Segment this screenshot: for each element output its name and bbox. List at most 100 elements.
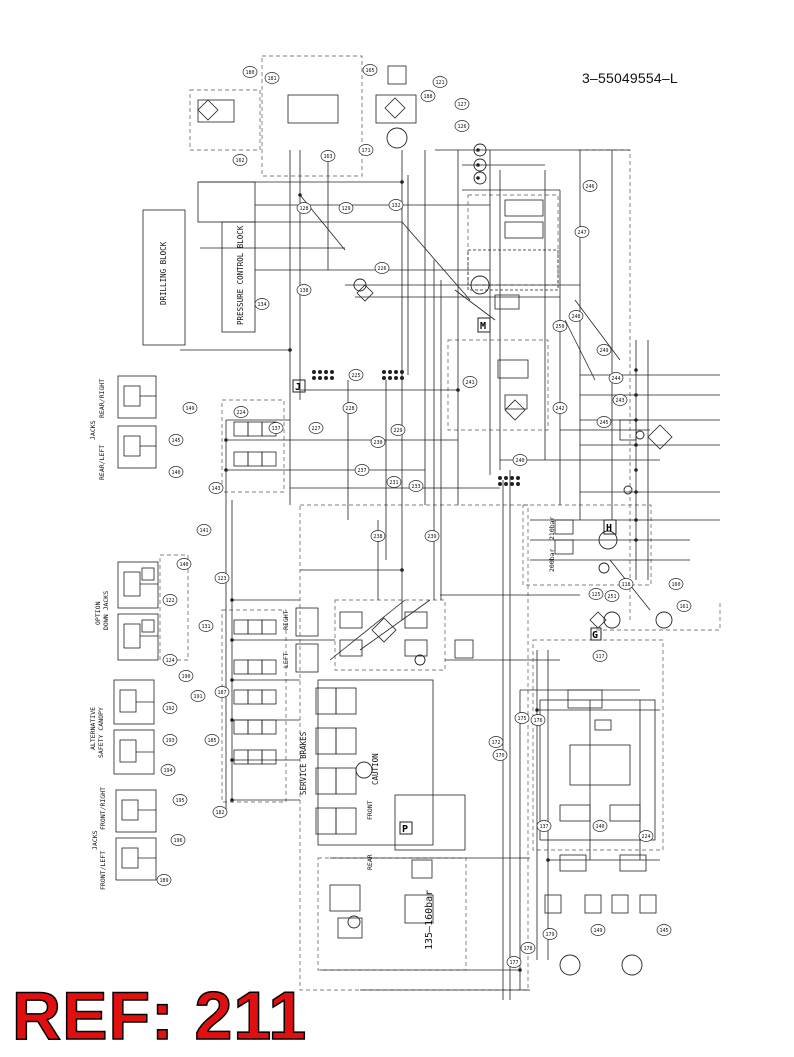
callout-bubble: [588, 588, 604, 600]
callout-bubble: [656, 924, 672, 936]
callout-bubble: [160, 764, 176, 776]
callout-bubble: [342, 402, 358, 414]
callout-number: 123: [217, 576, 226, 582]
option-down-jacks-title: OPTION: [94, 601, 102, 625]
callout-bubble: [172, 794, 188, 806]
relief-setting-210-label: 210bar: [548, 516, 556, 540]
callout-bubble: [454, 120, 470, 132]
jacks-front-left-label: FRONT/LEFT: [99, 851, 107, 890]
callout-number: 143: [211, 486, 220, 492]
pressure-control-block-label: PRESSURE CONTROL BLOCK: [236, 225, 245, 325]
callout-bubble: [612, 394, 628, 406]
callout-bubble: [308, 422, 324, 434]
callout-number: 124: [165, 658, 174, 664]
callout-bubble: [296, 284, 312, 296]
callout-bubble: [242, 66, 258, 78]
down-jacks-label: DOWN JACKS: [102, 591, 110, 630]
brakes-rear-label: REAR: [366, 854, 374, 870]
callout-number: 140: [179, 562, 188, 568]
callout-number: 242: [555, 406, 564, 412]
port-letter-g: G: [592, 630, 598, 641]
callout-bubble: [638, 830, 654, 842]
callout-bubble: [370, 530, 386, 542]
callout-bubble: [338, 202, 354, 214]
callout-number: 165: [365, 68, 374, 74]
callout-number: 140: [171, 470, 180, 476]
drawing-number: 3–55049554–L: [582, 70, 678, 86]
callout-number: 238: [373, 534, 382, 540]
callout-bubble: [488, 736, 504, 748]
port-letter-h: H: [606, 523, 612, 534]
callout-number: 240: [515, 458, 524, 464]
callout-bubble: [254, 298, 270, 310]
callout-number: 145: [659, 928, 668, 934]
callout-number: 194: [163, 768, 172, 774]
callout-bubble: [596, 344, 612, 356]
callout-bubble: [386, 476, 402, 488]
cylinders: [113, 375, 357, 881]
port-letter-boxes: [292, 317, 617, 835]
callout-bubble: [676, 600, 692, 612]
callout-number: 247: [577, 230, 586, 236]
callout-bubble: [374, 262, 390, 274]
callout-bubble: [233, 406, 249, 418]
callout-bubble: [592, 650, 608, 662]
callout-bubble: [162, 594, 178, 606]
callout-number: 226: [377, 266, 386, 272]
callout-bubble: [296, 202, 312, 214]
callout-number: 251: [607, 594, 616, 600]
callout-number: 129: [341, 206, 350, 212]
callout-number: 193: [165, 738, 174, 744]
callout-bubble: [268, 422, 284, 434]
callout-bubble: [176, 558, 192, 570]
callout-bubble: [596, 416, 612, 428]
callout-bubble: [420, 90, 436, 102]
callout-bubble: [408, 480, 424, 492]
hydraulic-lines: [180, 149, 720, 1000]
callout-bubble: [168, 466, 184, 478]
callout-bubble: [604, 590, 620, 602]
callout-bubble: [520, 942, 536, 954]
callout-number: 137: [271, 426, 280, 432]
callout-bubble: [170, 834, 186, 846]
callout-bubble: [592, 820, 608, 832]
steering-right-label: RIGHT: [282, 610, 290, 630]
callout-bubble: [506, 956, 522, 968]
caution-label: CAUTION: [371, 753, 380, 785]
port-letter-j: J: [295, 382, 301, 393]
callout-bubble: [196, 524, 212, 536]
callout-number: 189: [159, 878, 168, 884]
callout-bubble: [204, 734, 220, 746]
callout-number: 141: [199, 528, 208, 534]
jacks-front-right-label: FRONT/RIGHT: [99, 787, 107, 830]
callout-number: 171: [361, 148, 370, 154]
callout-bubble: [552, 402, 568, 414]
safety-canopy-label: SAFETY CANOPY: [97, 707, 105, 758]
callout-bubble: [212, 806, 228, 818]
manifold-junctions: [224, 148, 638, 972]
callout-number: 239: [427, 534, 436, 540]
callout-number: 248: [571, 314, 580, 320]
filters-checks: [197, 97, 673, 643]
pumps-motors: [347, 127, 673, 976]
callout-bubble: [156, 874, 172, 886]
callout-number: 237: [357, 468, 366, 474]
callout-number: 177: [509, 960, 518, 966]
callout-bubble: [512, 454, 528, 466]
callout-number: 138: [299, 288, 308, 294]
callout-number: 121: [435, 80, 444, 86]
callout-bubble: [190, 690, 206, 702]
callout-number: 145: [171, 438, 180, 444]
callout-bubble: [492, 749, 508, 761]
callout-number: 161: [679, 604, 688, 610]
callout-number: 172: [491, 740, 500, 746]
block-outlines: [142, 181, 656, 851]
callout-number: 224: [641, 834, 650, 840]
callout-number: 122: [165, 598, 174, 604]
callout-bubble: [208, 482, 224, 494]
callout-bubble: [462, 376, 478, 388]
callout-bubble: [354, 464, 370, 476]
callout-number: 149: [593, 928, 602, 934]
